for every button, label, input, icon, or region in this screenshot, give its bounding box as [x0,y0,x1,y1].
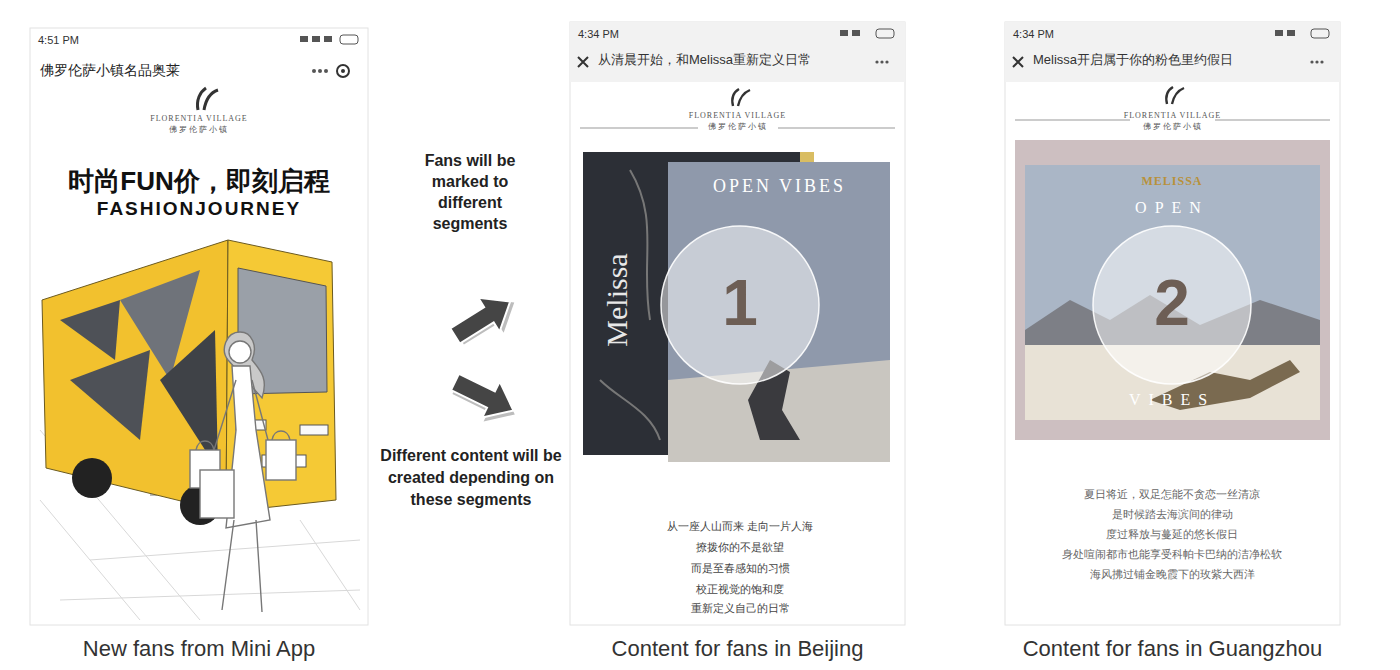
poem-line: 从一座人山而来 走向一片人海 [580,520,900,533]
caption: Content for fans in Beijing [550,636,925,662]
arrow-note: Different content will be created depend… [372,445,570,511]
headline-en: FASHIONJOURNEY [30,198,368,221]
page-title: 从清晨开始，和Melissa重新定义日常 [598,52,848,68]
logo-text: FLORENTIA VILLAGE [570,111,905,121]
brand-text: Melissa [599,245,631,355]
arrow-note: Fans will be marked to different segment… [410,150,530,234]
logo-text: 佛罗伦萨小镇 [1005,122,1340,132]
status-time: 4:34 PM [578,28,658,41]
image-text: OPEN [1072,198,1272,217]
logo-text: FLORENTIA VILLAGE [30,114,368,124]
number-circle: 1 [660,225,820,385]
poem-line: 身处喧闹都市也能享受科帕卡巴纳的洁净松软 [1012,548,1332,561]
brand-logo: MELISSA [1072,174,1272,188]
poem-line: 撩拨你的不是欲望 [580,541,900,554]
poem-line: 而是至春感知的习惯 [580,562,900,575]
number-circle: 2 [1092,225,1252,385]
status-time: 4:51 PM [38,34,118,47]
logo-text: FLORENTIA VILLAGE [1005,111,1340,121]
status-time: 4:34 PM [1013,28,1093,41]
poem-line: 夏日将近，双足怎能不贪恋一丝清凉 [1012,488,1332,501]
logo-text: 佛罗伦萨小镇 [30,125,368,135]
caption: Content for fans in Guangzhou [975,636,1370,662]
poem-line: 重新定义自己的日常 [580,602,900,615]
page-title: 佛罗伦萨小镇名品奥莱 [40,62,290,79]
logo-text: 佛罗伦萨小镇 [570,122,905,132]
poem-line: 校正视觉的饱和度 [580,583,900,596]
callout-number: 2 [1092,265,1252,342]
poem-line: 度过释放与蔓延的悠长假日 [1012,528,1332,541]
page-title: Melissa开启属于你的粉色里约假日 [1033,52,1283,68]
phone-screen: 4:51 PM 佛罗伦萨小镇名品奥莱 FLORENTIA VILLAGE佛罗伦萨小镇… [30,28,368,625]
poem-line: 海风拂过铺金晚霞下的玫紫大西洋 [1012,568,1332,581]
poem-line: 是时候踏去海滨间的律动 [1012,508,1332,521]
caption: New fans from Mini App [10,636,388,662]
headline: 时尚FUN价，即刻启程 [30,166,368,197]
image-text: OPEN VIBES [672,176,887,198]
callout-number: 1 [660,265,820,342]
image-text: VIBES [1072,390,1272,409]
